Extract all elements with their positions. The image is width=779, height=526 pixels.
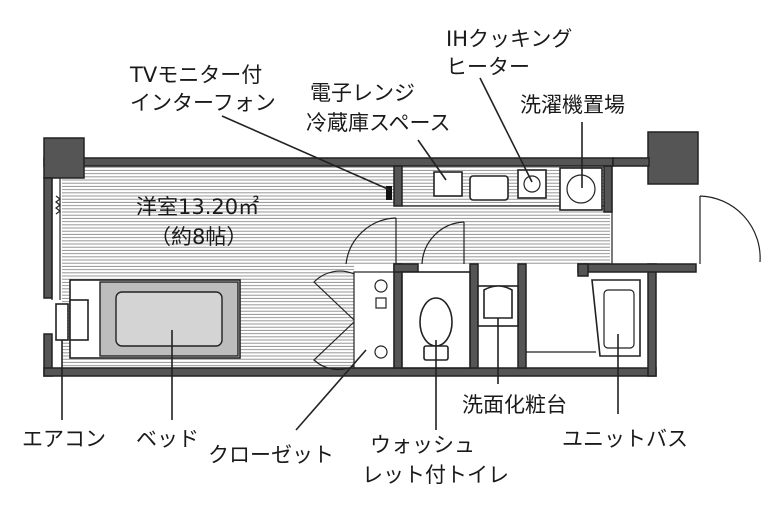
toilet-label-line1: ウォッシュ	[370, 433, 475, 457]
tv-monitor-label-line1: TVモニター付	[129, 63, 262, 87]
tv-monitor	[386, 186, 392, 200]
microwave-label-line1: 電子レンジ	[310, 81, 415, 105]
unit-bath-label: ユニットバス	[562, 427, 688, 451]
balcony-window	[51, 178, 61, 300]
kitchen-counter	[402, 167, 604, 211]
washer-space	[559, 167, 603, 211]
ih-label-line1: IHクッキング	[446, 27, 572, 51]
unit-bath	[526, 279, 641, 357]
walls	[43, 131, 699, 377]
closet-label: クローゼット	[208, 443, 334, 467]
toilet-door	[421, 221, 465, 265]
microwave-label-line2: 冷蔵庫スペース	[306, 111, 450, 135]
room-name: 洋室13.20㎡	[136, 195, 259, 219]
bed	[69, 279, 241, 359]
ih-label-line2: ヒーター	[446, 55, 530, 79]
tv-monitor-label-line2: インターフォン	[130, 91, 276, 115]
room-size: （約8帖）	[150, 225, 247, 249]
aircon	[55, 303, 69, 341]
sink	[469, 175, 509, 201]
washer-label: 洗濯機置場	[520, 93, 625, 117]
aircon-label: エアコン	[22, 427, 106, 451]
bed-label: ベッド	[136, 427, 199, 451]
room-door	[345, 217, 397, 265]
microwave-space	[433, 171, 463, 197]
leader-lines	[61, 77, 619, 431]
toilet-label-line2: レット付トイレ	[362, 463, 509, 487]
ih-cooktop	[517, 169, 547, 199]
vanity-label: 洗面化粧台	[462, 393, 567, 417]
entrance-door	[611, 166, 761, 264]
